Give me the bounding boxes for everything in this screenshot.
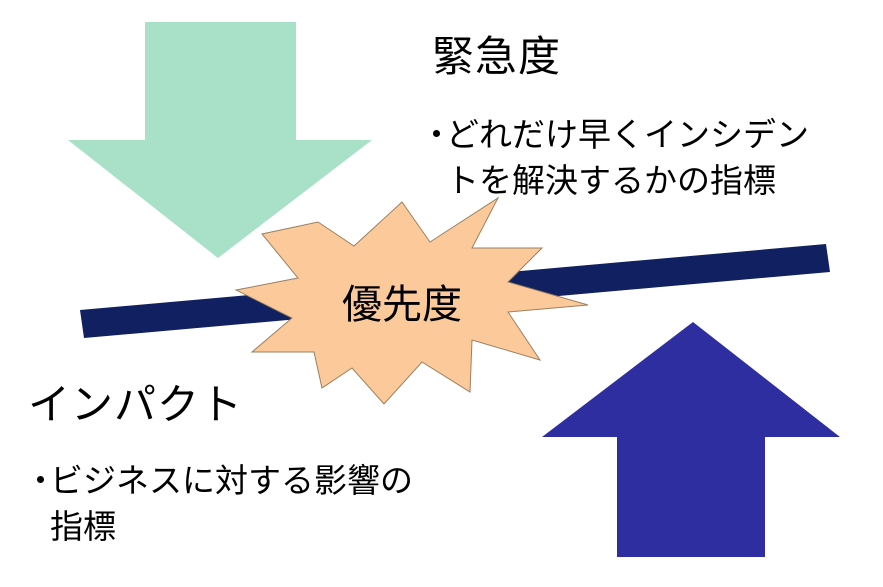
urgency-title: 緊急度 xyxy=(432,32,562,81)
bullet-icon: ・ xyxy=(24,461,57,500)
impact-description-line-2: 指標 xyxy=(24,504,413,550)
urgency-description-text-1: どれだけ早くインシデン xyxy=(446,115,809,154)
urgency-description-text-2: トを解決するかの指標 xyxy=(446,161,776,200)
impact-description-text-1: ビジネスに対する影響の xyxy=(50,461,413,500)
impact-title: インパクト xyxy=(28,380,244,429)
urgency-description: ・どれだけ早くインシデン トを解決するかの指標 xyxy=(420,112,809,204)
urgency-description-line-2: トを解決するかの指標 xyxy=(420,158,809,204)
bullet-icon: ・ xyxy=(420,115,453,154)
priority-burst xyxy=(234,196,589,405)
urgency-description-line-1: ・どれだけ早くインシデン xyxy=(420,112,809,158)
impact-description-line-1: ・ビジネスに対する影響の xyxy=(24,458,413,504)
impact-description-text-2: 指標 xyxy=(50,507,116,546)
impact-arrow xyxy=(542,322,840,557)
impact-description: ・ビジネスに対する影響の 指標 xyxy=(24,458,413,550)
priority-label: 優先度 xyxy=(342,282,462,328)
urgency-arrow xyxy=(68,22,372,258)
